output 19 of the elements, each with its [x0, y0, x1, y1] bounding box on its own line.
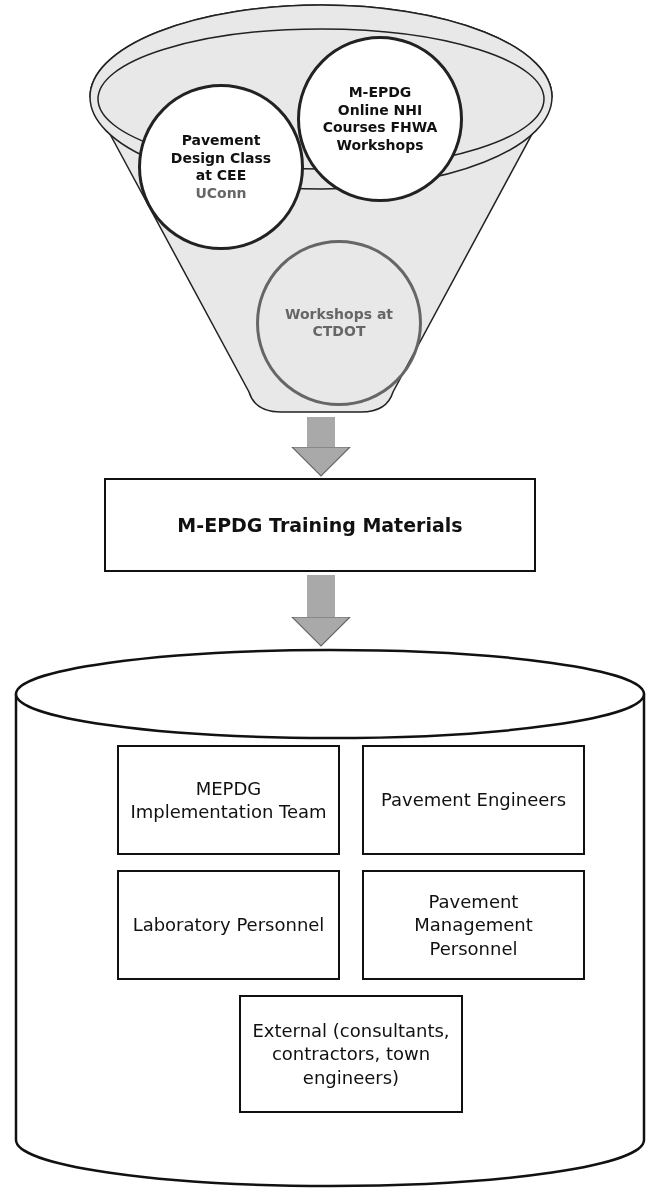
- node-label: External (consultants, contractors, town engineers): [251, 1018, 451, 1090]
- circle-shape: [256, 240, 422, 406]
- process-box: [362, 870, 585, 980]
- node-label: Pavement Engineers: [380, 788, 567, 812]
- process-box: [117, 870, 340, 980]
- node-label: Workshops at CTDOT: [283, 305, 395, 341]
- process-box: [239, 995, 463, 1113]
- process-box: [362, 745, 585, 855]
- node-label: M-EPDG Online NHI Courses FHWA Workshops: [322, 84, 438, 154]
- process-box: [104, 478, 536, 572]
- node-label: Pavement Management Personnel: [413, 889, 534, 961]
- block-arrow: [291, 417, 351, 477]
- block-arrow: [291, 575, 351, 647]
- node-label: M-EPDG Training Materials: [177, 512, 463, 538]
- process-box: [117, 745, 340, 855]
- node-label: UConn: [195, 184, 247, 202]
- node-label: Laboratory Personnel: [132, 913, 325, 937]
- node-label: MEPDG Implementation Team: [129, 776, 328, 824]
- node-label: Pavement Design Class at CEE: [169, 132, 273, 185]
